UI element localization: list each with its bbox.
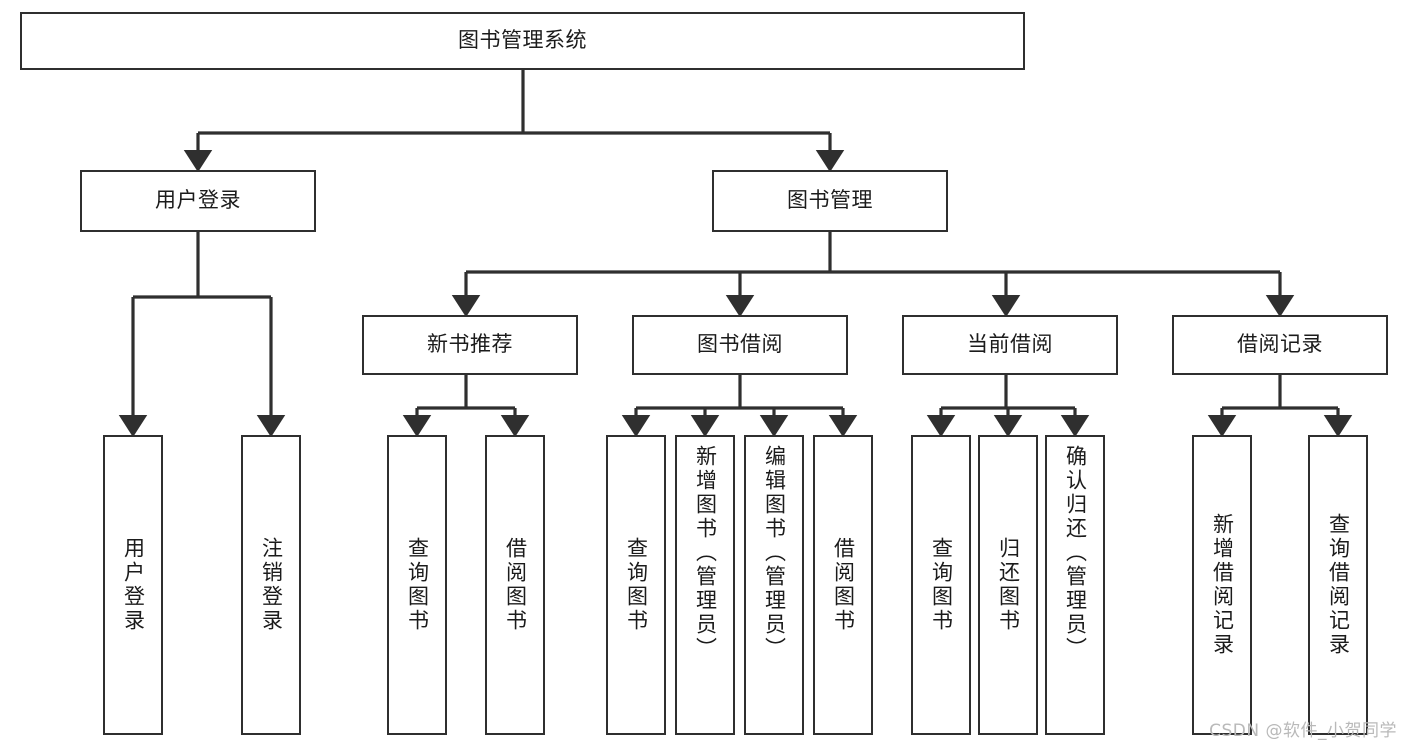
node-leaf-add-record-label: 新增借阅记录 — [1210, 513, 1235, 657]
node-leaf-query-book-3[interactable]: 查询图书 — [911, 435, 971, 735]
node-leaf-query-record[interactable]: 查询借阅记录 — [1308, 435, 1368, 735]
node-current-borrow[interactable]: 当前借阅 — [902, 315, 1118, 375]
node-leaf-edit-book-label: 编辑图书（管理员） — [762, 445, 787, 661]
node-book-borrow-label: 图书借阅 — [697, 332, 783, 357]
node-leaf-add-book-label: 新增图书（管理员） — [693, 445, 718, 661]
node-leaf-user-logout[interactable]: 注销登录 — [241, 435, 301, 735]
node-leaf-borrow-book-2[interactable]: 借阅图书 — [813, 435, 873, 735]
node-leaf-query-record-label: 查询借阅记录 — [1326, 513, 1351, 657]
node-leaf-user-login[interactable]: 用户登录 — [103, 435, 163, 735]
node-leaf-add-book[interactable]: 新增图书（管理员） — [675, 435, 735, 735]
node-leaf-confirm-return-label: 确认归还（管理员） — [1063, 445, 1088, 661]
node-leaf-user-logout-label: 注销登录 — [259, 537, 284, 633]
node-user-login[interactable]: 用户登录 — [80, 170, 316, 232]
node-borrow-record-label: 借阅记录 — [1237, 332, 1323, 357]
node-leaf-add-record[interactable]: 新增借阅记录 — [1192, 435, 1252, 735]
node-root[interactable]: 图书管理系统 — [20, 12, 1025, 70]
node-root-label: 图书管理系统 — [458, 28, 587, 53]
node-leaf-query-book-1[interactable]: 查询图书 — [387, 435, 447, 735]
node-leaf-query-book-1-label: 查询图书 — [405, 537, 430, 633]
node-book-management[interactable]: 图书管理 — [712, 170, 948, 232]
node-leaf-return-book[interactable]: 归还图书 — [978, 435, 1038, 735]
node-user-login-label: 用户登录 — [155, 188, 241, 213]
node-leaf-borrow-book-1-label: 借阅图书 — [503, 537, 528, 633]
node-new-book-recommend[interactable]: 新书推荐 — [362, 315, 578, 375]
node-leaf-borrow-book-2-label: 借阅图书 — [831, 537, 856, 633]
node-leaf-query-book-3-label: 查询图书 — [929, 537, 954, 633]
node-leaf-return-book-label: 归还图书 — [996, 537, 1021, 633]
node-borrow-record[interactable]: 借阅记录 — [1172, 315, 1388, 375]
node-leaf-query-book-2[interactable]: 查询图书 — [606, 435, 666, 735]
node-leaf-query-book-2-label: 查询图书 — [624, 537, 649, 633]
node-leaf-borrow-book-1[interactable]: 借阅图书 — [485, 435, 545, 735]
node-leaf-edit-book[interactable]: 编辑图书（管理员） — [744, 435, 804, 735]
node-book-management-label: 图书管理 — [787, 188, 873, 213]
node-leaf-confirm-return[interactable]: 确认归还（管理员） — [1045, 435, 1105, 735]
node-current-borrow-label: 当前借阅 — [967, 332, 1053, 357]
node-book-borrow[interactable]: 图书借阅 — [632, 315, 848, 375]
node-new-book-recommend-label: 新书推荐 — [427, 332, 513, 357]
node-leaf-user-login-label: 用户登录 — [121, 537, 146, 633]
